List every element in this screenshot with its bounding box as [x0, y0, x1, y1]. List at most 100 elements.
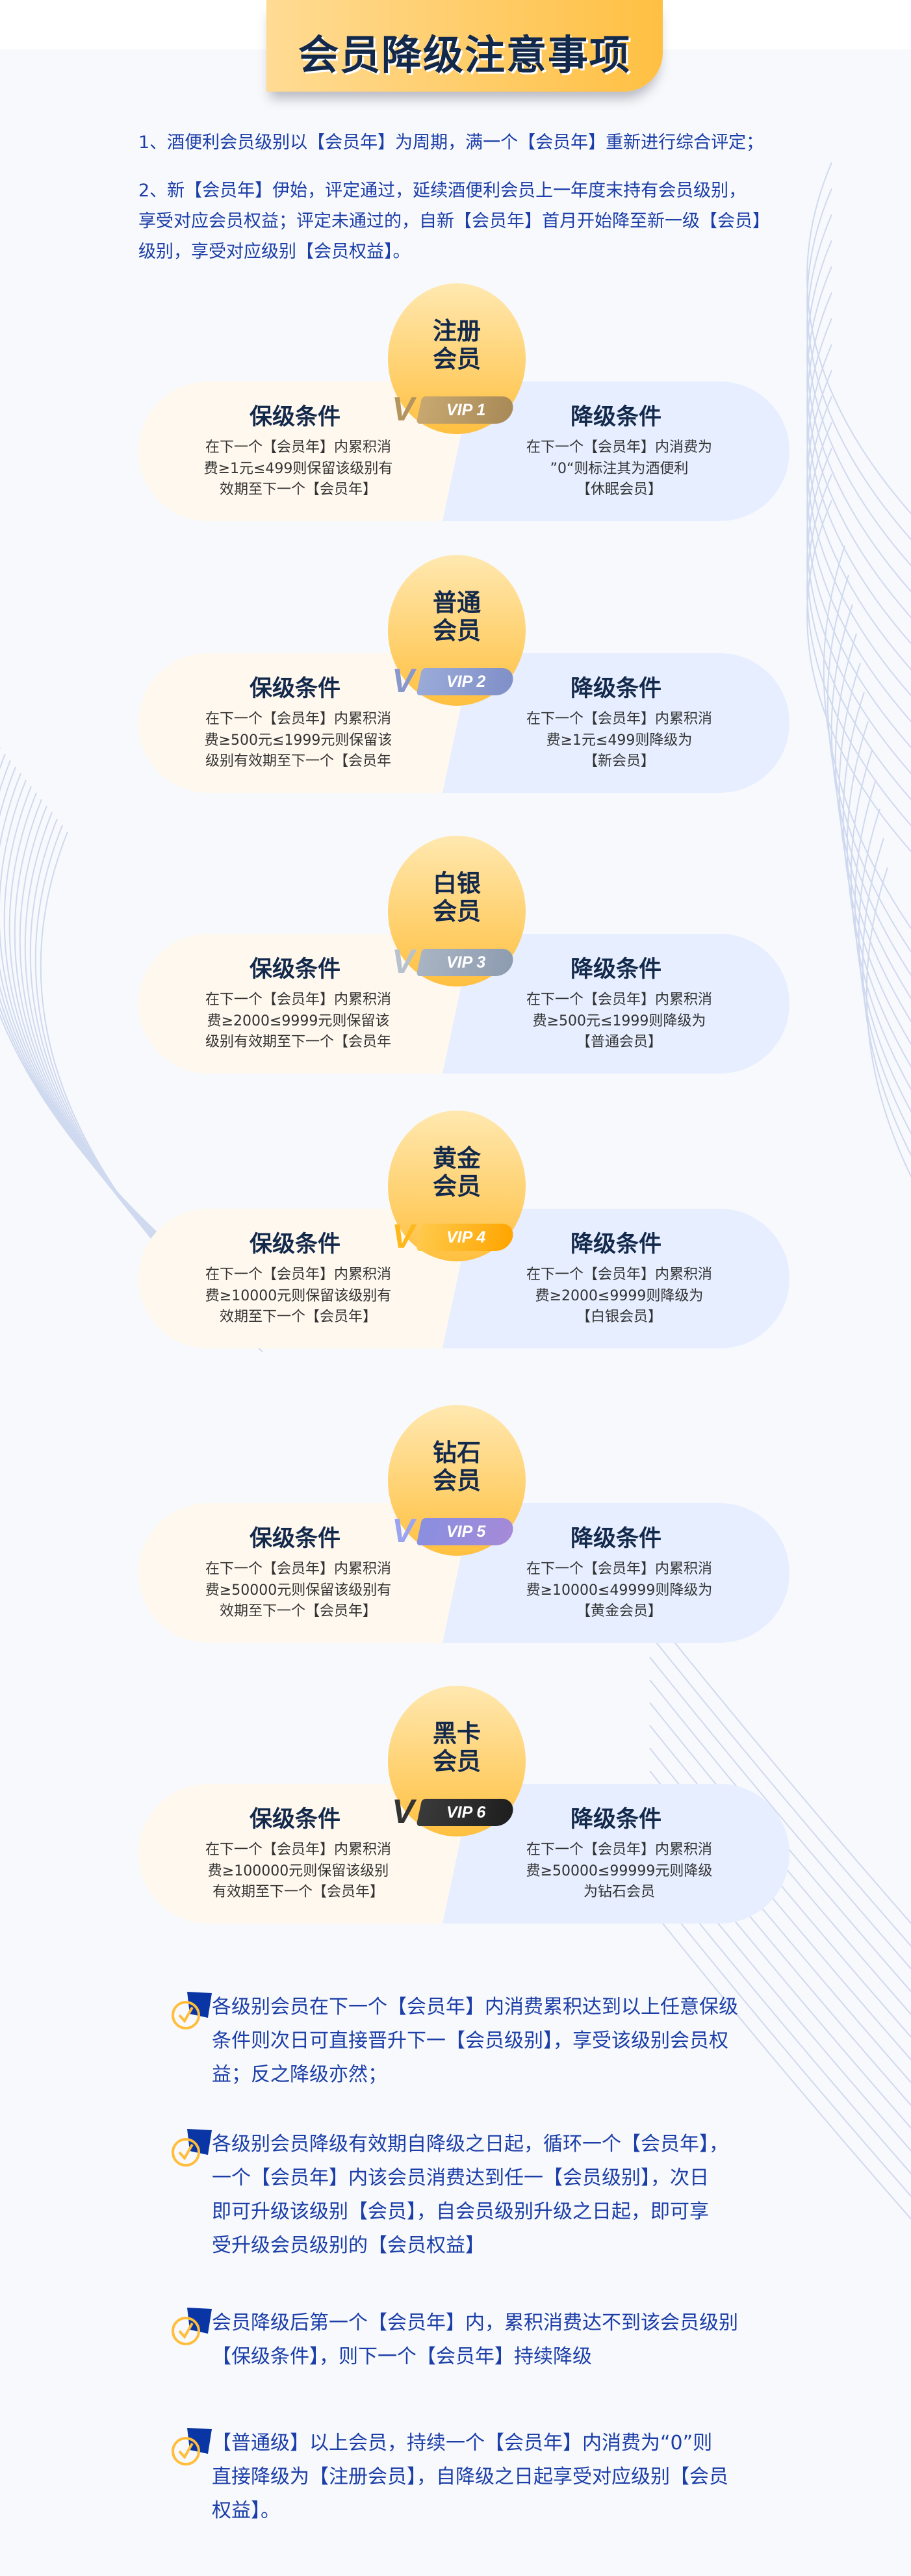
wave-line [827, 574, 911, 953]
keep-line: 效期至下一个【会员年】 [219, 482, 377, 498]
down-condition: 在下一个【会员年】内消费为”0“则标注其为酒便利【休眠会员】 [512, 437, 726, 501]
keep-line: 费≥50000元则保留该级别有 [205, 1582, 392, 1599]
condition-pill [138, 381, 789, 521]
keep-line: 费≥2000≤9999元则保留该 [207, 1012, 390, 1029]
vip-badge: V VIP 2 [392, 664, 516, 698]
condition-pill [138, 1503, 789, 1643]
wave-line [806, 448, 911, 801]
wave-line [806, 370, 911, 723]
down-heading: 降级条件 [570, 404, 661, 430]
level-name: 黄金 [433, 1144, 481, 1172]
keep-line: 级别有效期至下一个【会员年 [205, 753, 391, 769]
note-line: 各级别会员降级有效期自降级之日起，循环一个【会员年】， [212, 2133, 728, 2156]
level-name: 白银 [433, 869, 481, 897]
down-heading: 降级条件 [570, 1807, 661, 1833]
down-line: 在下一个【会员年】内累积消 [526, 711, 712, 727]
wave-line [806, 240, 911, 593]
keep-heading: 保级条件 [249, 1231, 340, 1257]
down-line: 在下一个【会员年】内消费为 [526, 439, 712, 456]
down-line: 【普通会员】 [576, 1034, 662, 1050]
note-line: 直接降级为【注册会员】，自降级之日起享受对应级别【会员 [212, 2466, 728, 2488]
check-icon [172, 2428, 212, 2466]
down-line: 费≥1元≤499则降级为 [546, 732, 693, 749]
keep-heading: 保级条件 [249, 1526, 340, 1552]
down-line: ”0“则标注其为酒便利 [550, 460, 689, 477]
down-condition: 在下一个【会员年】内累积消费≥500元≤1999则降级为【普通会员】 [512, 990, 726, 1053]
keep-line: 级别有效期至下一个【会员年 [205, 1034, 391, 1050]
keep-line: 费≥10000元则保留该级别有 [205, 1287, 392, 1304]
down-line: 【新会员】 [583, 753, 655, 769]
intro-line: 享受对应会员权益；评定未通过的，自新【会员年】首月开始降至新一级【会员】 [138, 211, 770, 231]
vip-badge: V VIP 3 [392, 943, 516, 981]
level-name: 会员 [433, 1467, 481, 1495]
keep-condition: 在下一个【会员年】内累积消费≥1元≤499则保留该级别有效期至下一个【会员年】 [191, 437, 405, 501]
v-icon: V [392, 391, 415, 428]
level-name: 会员 [433, 617, 481, 645]
vip-badge: V VIP 1 [392, 391, 516, 428]
down-line: 在下一个【会员年】内累积消 [526, 1267, 712, 1283]
wave-line [806, 500, 911, 853]
note-line: 受升级会员级别的【会员权益】 [212, 2234, 485, 2257]
keep-line: 在下一个【会员年】内累积消 [205, 1842, 391, 1858]
v-icon: V [392, 1218, 415, 1256]
level-name: 黑卡 [433, 1719, 481, 1747]
note-line: 条件则次日可直接晋升下一【会员级别】，享受该级别会员权 [212, 2029, 728, 2052]
keep-line: 在下一个【会员年】内累积消 [205, 992, 391, 1008]
note-line: 即可升级该级别【会员】，自会员级别升级之日起，即可享 [212, 2200, 709, 2223]
vip-label: VIP 5 [446, 1523, 486, 1541]
wave-line [806, 396, 911, 749]
down-line: 费≥500元≤1999则降级为 [532, 1012, 706, 1029]
vip-label: VIP 2 [446, 673, 486, 691]
wave-line [830, 604, 911, 977]
wave-line [806, 292, 911, 645]
level-name: 注册 [433, 317, 481, 345]
check-icon [172, 2308, 212, 2345]
vip-label: VIP 6 [446, 1803, 486, 1822]
vip-label: VIP 3 [446, 953, 486, 972]
keep-line: 在下一个【会员年】内累积消 [205, 711, 391, 727]
keep-line: 在下一个【会员年】内累积消 [205, 439, 391, 456]
keep-line: 费≥500元≤1999元则保留该 [204, 732, 392, 749]
down-heading: 降级条件 [570, 957, 661, 983]
down-heading: 降级条件 [570, 676, 661, 702]
note-line: 【保级条件】，则下一个【会员年】持续降级 [212, 2345, 592, 2368]
down-line: 【白银会员】 [576, 1309, 662, 1325]
keep-line: 有效期至下一个【会员年】 [212, 1884, 384, 1900]
note-line: 会员降级后第一个【会员年】内，累积消费达不到该会员级别 [212, 2312, 738, 2334]
keep-condition: 在下一个【会员年】内累积消费≥500元≤1999元则保留该级别有效期至下一个【会… [191, 709, 405, 773]
page-title: 会员降级注意事项 [298, 31, 631, 79]
v-icon: V [392, 943, 415, 981]
down-line: 为钻石会员 [583, 1884, 655, 1900]
level-card-vip1: 注册会员 保级条件 降级条件 在下一个【会员年】内累积消费≥1元≤499则保留该… [138, 283, 789, 521]
wave-line [834, 633, 911, 999]
down-line: 费≥2000≤9999则降级为 [535, 1287, 704, 1304]
level-name: 会员 [433, 1172, 481, 1200]
down-condition: 在下一个【会员年】内累积消费≥50000≤99999元则降级为钻石会员 [512, 1840, 726, 1903]
wave-line [806, 422, 911, 775]
v-icon: V [392, 1793, 415, 1831]
wave-line [823, 545, 911, 930]
intro-line: 2、新【会员年】伊始，评定通过，延续酒便利会员上一年度末持有会员级别， [138, 181, 747, 201]
down-heading: 降级条件 [570, 1231, 661, 1257]
condition-pill [138, 1209, 789, 1348]
wave-line [846, 721, 911, 1068]
wave-line [866, 867, 911, 1178]
level-card-vip3: 白银会员 保级条件 降级条件 在下一个【会员年】内累积消费≥2000≤9999元… [138, 836, 789, 1074]
down-line: 在下一个【会员年】内累积消 [526, 1561, 712, 1577]
wave-line [806, 344, 911, 697]
note-line: 权益】。 [212, 2499, 280, 2522]
v-icon: V [392, 1512, 415, 1550]
intro-line: 级别，享受对应级别【会员权益】。 [138, 242, 411, 262]
down-line: 费≥10000≤49999则降级为 [526, 1582, 713, 1599]
vip-badge: V VIP 5 [392, 1512, 516, 1550]
keep-condition: 在下一个【会员年】内累积消费≥2000≤9999元则保留该级别有效期至下一个【会… [191, 990, 405, 1053]
keep-heading: 保级条件 [249, 676, 340, 702]
check-icon [172, 1992, 212, 2029]
title-banner: 会员降级注意事项 [266, 0, 663, 92]
keep-line: 费≥1元≤499则保留该级别有 [203, 460, 393, 477]
down-heading: 降级条件 [570, 1526, 661, 1552]
keep-line: 效期至下一个【会员年】 [219, 1603, 377, 1619]
vip-badge: V VIP 4 [392, 1218, 516, 1256]
note-line: 一个【会员年】内该会员消费达到任一【会员级别】，次日 [212, 2167, 709, 2189]
vip-badge: V VIP 6 [392, 1793, 516, 1831]
